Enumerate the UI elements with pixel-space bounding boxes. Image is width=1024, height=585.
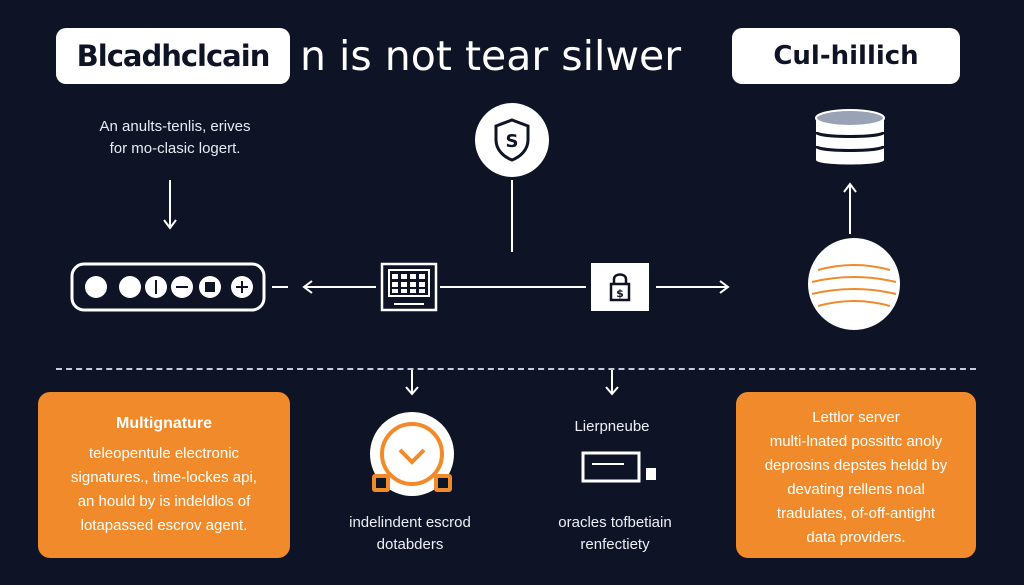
connector-line	[440, 286, 586, 288]
arrow-down-icon	[163, 180, 177, 230]
box-line: teleopentule electronic	[88, 445, 240, 462]
connector-line	[272, 286, 288, 288]
calculator-icon	[380, 262, 438, 312]
svg-text:$: $	[616, 287, 624, 300]
description-line: An anults-tenlis, erives	[99, 118, 251, 135]
arrow-up-icon	[843, 182, 857, 234]
oracle-device-icon	[581, 451, 656, 483]
title-middle: n is not tear silwer	[300, 32, 682, 80]
oracle-heading: Lierpneube	[574, 418, 650, 435]
globe-icon	[808, 238, 900, 330]
box-line: deprosins depstes heldd by	[764, 457, 948, 474]
box-line: signatures., time-lockes api,	[71, 469, 257, 486]
box-line: devating rellens noal	[787, 481, 925, 498]
oracle-caption: oracles tofbetiain renfectiety	[540, 512, 690, 556]
database-icon	[814, 109, 886, 165]
arrow-left-icon	[302, 280, 376, 294]
box-heading: Lettlor server	[812, 409, 900, 426]
control-panel-icon	[70, 262, 266, 312]
box-line: lotapassed escrov agent.	[80, 517, 248, 534]
arrow-right-icon	[656, 280, 730, 294]
description-line: for mo-clasic logert.	[109, 140, 241, 157]
title-right-pill: Cul-hillich	[732, 28, 960, 84]
svg-text:S: S	[506, 131, 519, 152]
caption-line: indelindent escrod	[349, 514, 471, 531]
dashed-divider	[56, 368, 976, 370]
box-line: multi-lnated possittc anoly	[769, 433, 943, 450]
check-badge-icon	[370, 412, 454, 496]
caption-line: dotabders	[376, 536, 444, 553]
box-line: tradulates, of-off-antight	[776, 505, 936, 522]
box-heading: Multignature	[116, 415, 212, 432]
box-line: data providers.	[806, 529, 906, 546]
title-left-pill: Blcadhclcain	[56, 28, 290, 84]
caption-line: oracles tofbetiain	[558, 514, 672, 531]
top-left-description: An anults-tenlis, erives for mo-clasic l…	[80, 116, 270, 160]
multisignature-box: Multignature teleopentule electronic sig…	[38, 392, 290, 558]
connector-line	[511, 180, 513, 252]
arrow-down-icon	[605, 370, 619, 396]
box-line: an hould by is indeldlos of	[77, 493, 251, 510]
shield-dollar-icon: S	[475, 103, 549, 177]
oracle-server-box: Lettlor server multi-lnated possittc ano…	[736, 392, 976, 558]
lock-dollar-icon: $	[591, 263, 649, 311]
escrow-holders-caption: indelindent escrod dotabders	[320, 512, 500, 556]
arrow-down-icon	[405, 370, 419, 396]
caption-line: renfectiety	[580, 536, 650, 553]
